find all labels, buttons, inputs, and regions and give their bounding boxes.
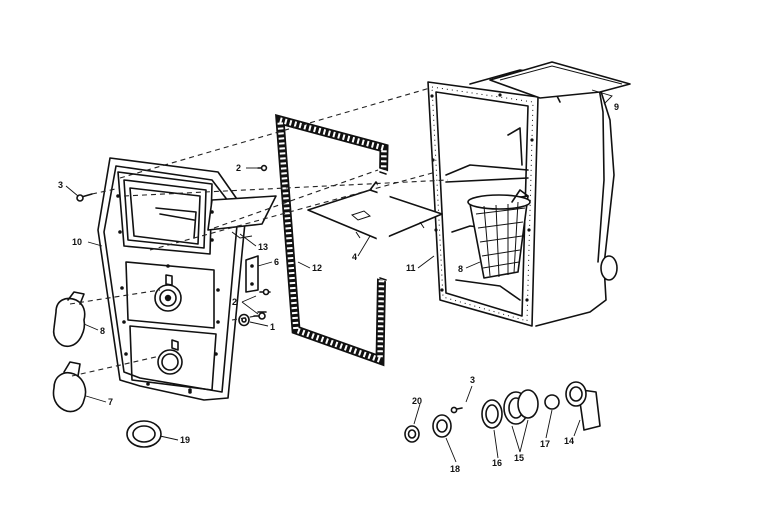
alignment-lines (69, 87, 449, 377)
callout-19: 19 (180, 435, 190, 445)
fittings (404, 381, 601, 443)
bracket (245, 255, 259, 293)
callout-8-cover: 8 (100, 326, 105, 336)
callout-15: 15 (514, 453, 524, 463)
callout-13: 13 (258, 242, 268, 252)
callout-12: 12 (312, 263, 322, 273)
callout-4: 4 (352, 252, 357, 262)
skimmer-basket (467, 189, 531, 279)
callout-labels: 9 2 3 13 10 6 12 4 11 8 2 1 8 7 19 3 20 … (58, 102, 619, 474)
callout-20: 20 (412, 396, 422, 406)
ring (126, 420, 162, 448)
callout-7: 7 (108, 397, 113, 407)
callout-16: 16 (492, 458, 502, 468)
callout-9: 9 (614, 102, 619, 112)
gasket (275, 114, 390, 367)
callout-2: 2 (236, 163, 241, 173)
callout-1: 1 (270, 322, 275, 332)
callout-11: 11 (406, 263, 416, 273)
plug-covers (52, 291, 87, 413)
callout-6: 6 (274, 257, 279, 267)
callout-2-lower: 2 (232, 297, 237, 307)
callout-8-basket: 8 (458, 264, 463, 274)
callout-17: 17 (540, 439, 550, 449)
weir-door (307, 181, 443, 241)
callout-3-lower: 3 (470, 375, 475, 385)
callout-leaders (65, 89, 613, 463)
lid (489, 61, 631, 99)
callout-18: 18 (450, 464, 460, 474)
callout-10: 10 (72, 237, 82, 247)
callout-3: 3 (58, 180, 63, 190)
callout-14: 14 (564, 436, 574, 446)
screws (76, 164, 463, 414)
